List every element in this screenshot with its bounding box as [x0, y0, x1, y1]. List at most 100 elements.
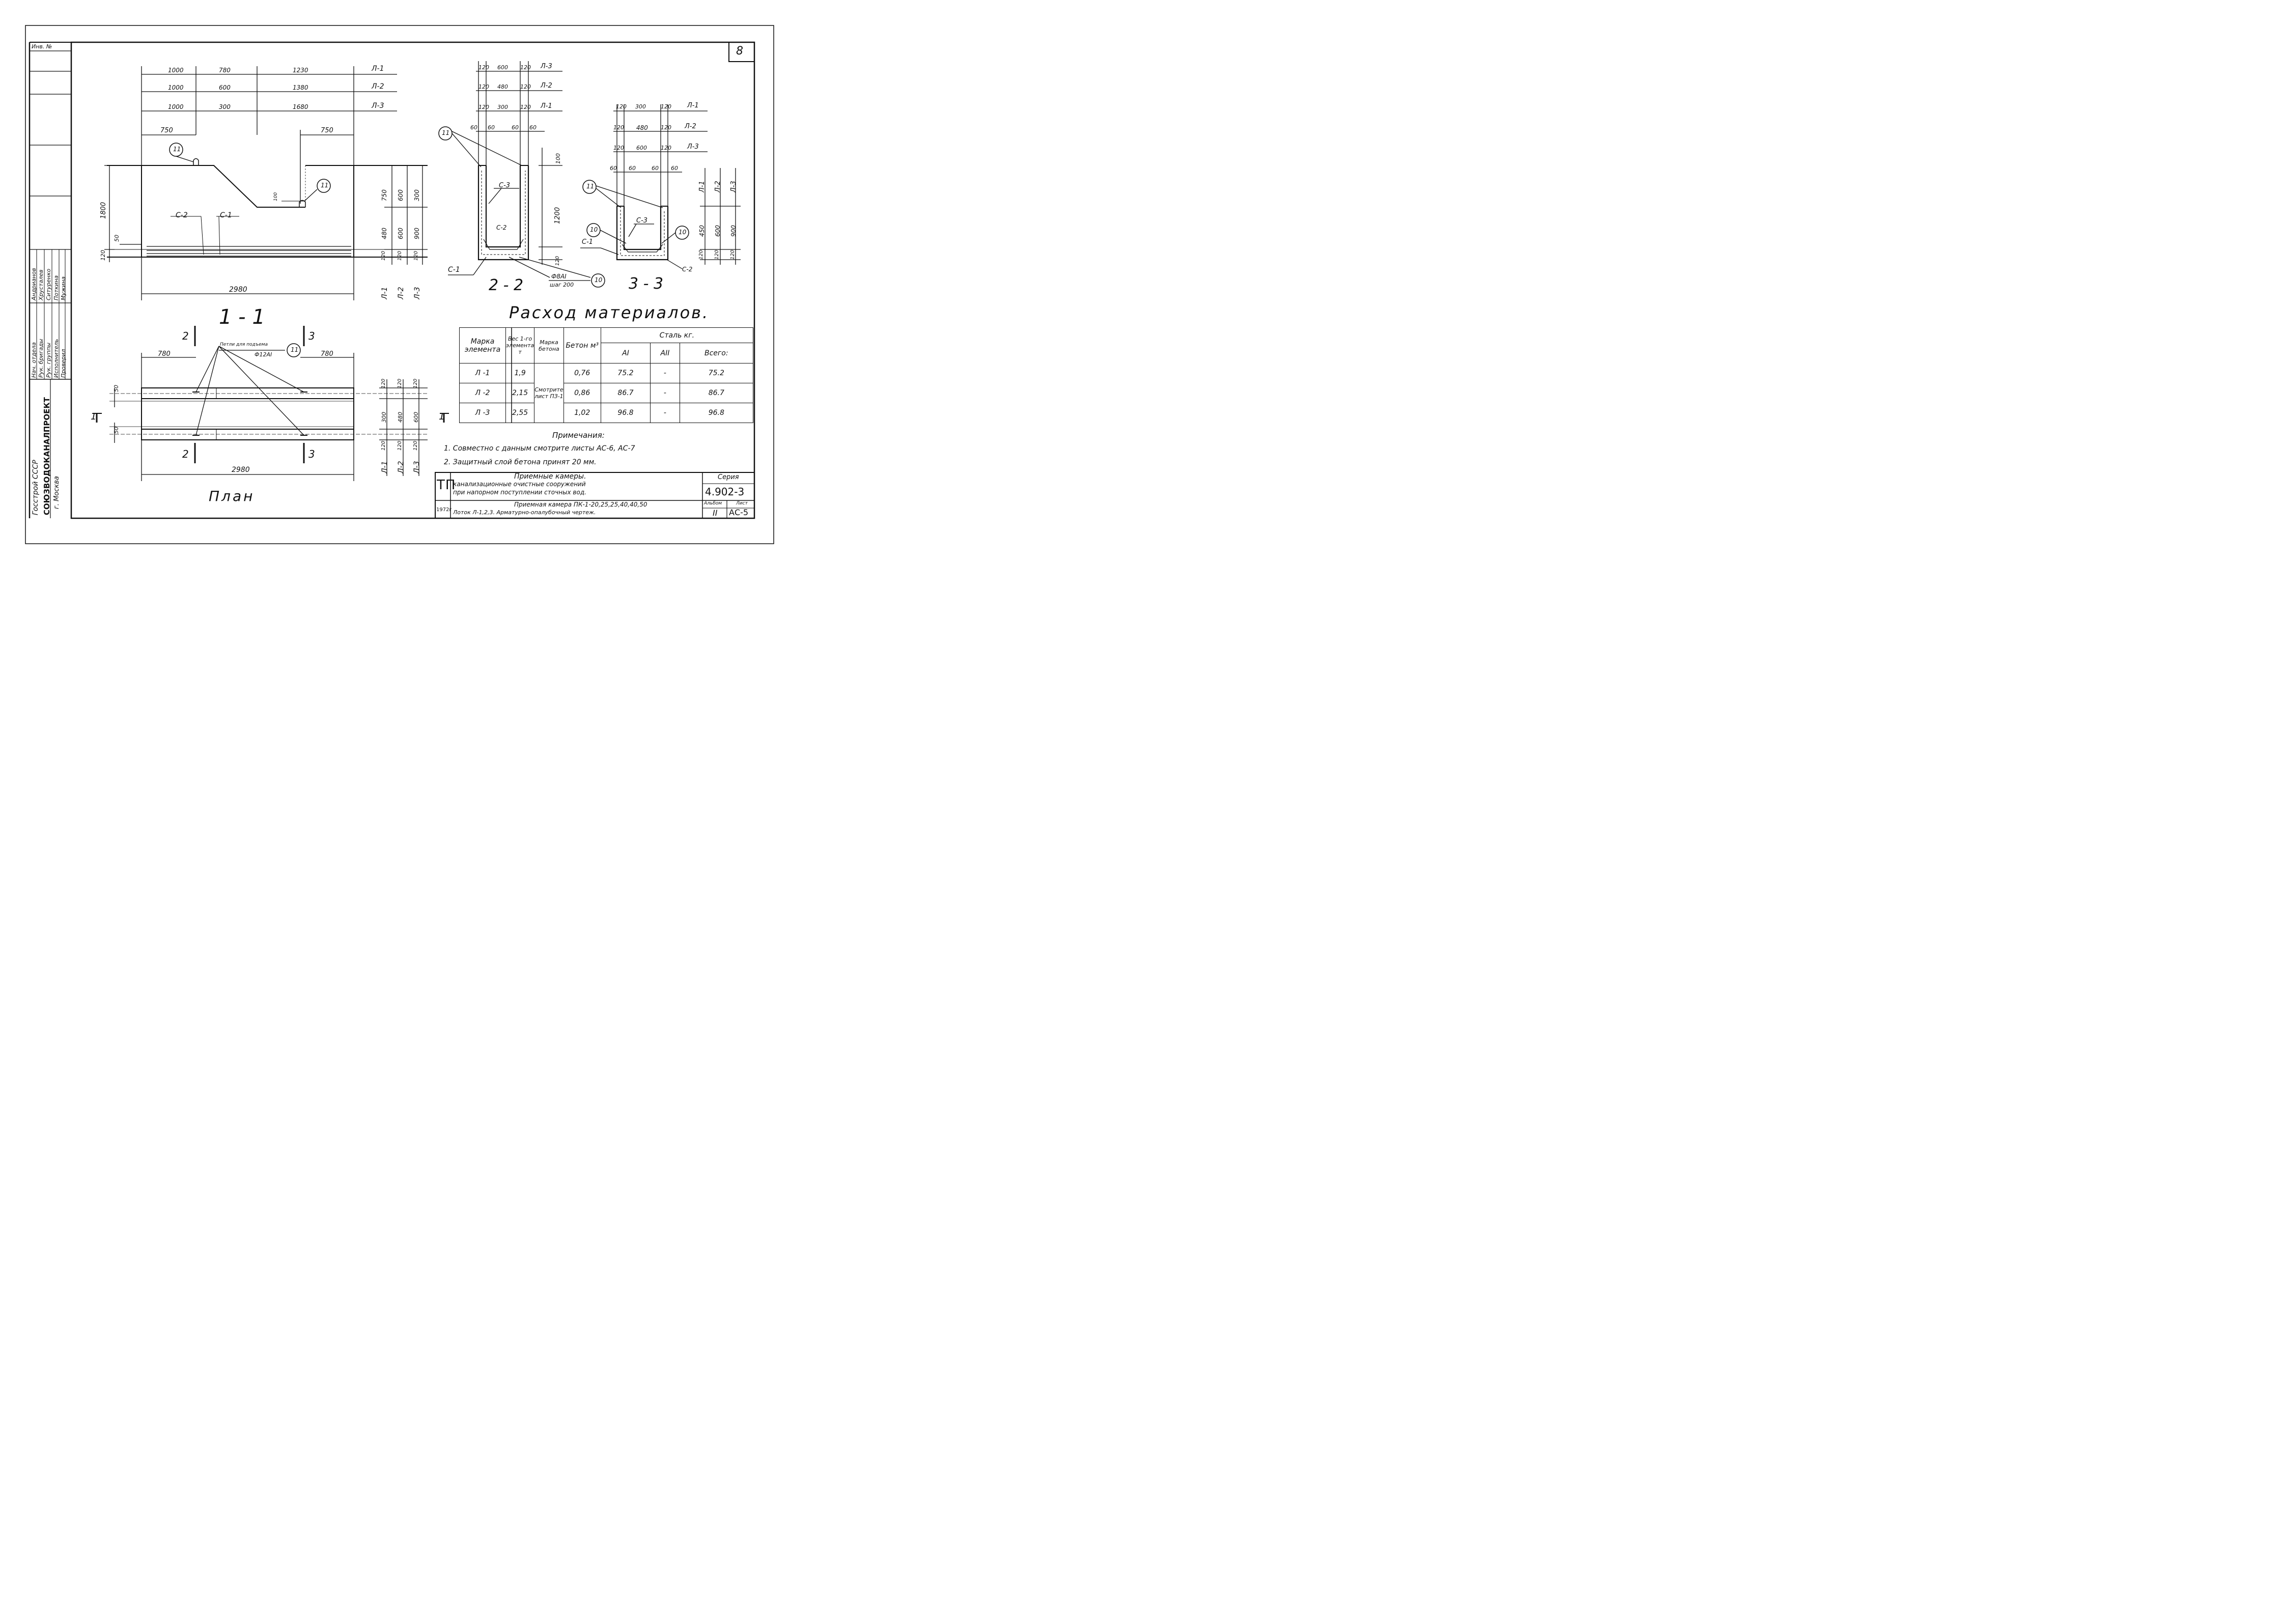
s33-dim60-4: 60: [671, 165, 678, 172]
s11-rd1-mark: Л-1: [381, 287, 389, 300]
s22-r2-a: 120: [478, 83, 489, 90]
s11-rd3-top: 300: [413, 189, 420, 201]
th-weight: Вес 1-го элемента т: [505, 327, 535, 363]
role-3: Рук. группы: [45, 342, 52, 378]
s11-label-c2: С-2: [176, 211, 188, 219]
s11-r3-mark: Л-3: [372, 102, 384, 110]
s33-r1-b: 300: [635, 103, 646, 110]
s11-dim-750-right: 750: [321, 127, 333, 134]
s11-dim-100: 100: [273, 192, 278, 201]
s11-r3-c: 1680: [293, 103, 308, 110]
plan-cut-3-bottom: 3: [308, 448, 315, 460]
title-line-3: при напорном поступлении сточных вод.: [453, 489, 586, 496]
s33-dim60-3: 60: [652, 165, 659, 172]
s11-r3-b: 300: [219, 103, 231, 110]
s11-label-c1: С-1: [220, 211, 232, 219]
sheet-number-box: [728, 42, 755, 62]
s33-r3-mark: Л-3: [687, 143, 699, 151]
s33-callout-10a: 10: [590, 226, 598, 233]
cell-a2: -: [650, 383, 680, 403]
s22-dim60-2: 60: [488, 124, 495, 131]
s11-rd2-top: 600: [397, 189, 404, 201]
name-5: Мужина: [60, 276, 67, 300]
cell-mark: Л -2: [459, 383, 506, 403]
sheet-number: 8: [736, 45, 743, 58]
name-4: Поткина: [53, 275, 60, 300]
s11-rd2-mark: Л-2: [397, 287, 405, 300]
s33-rd3-mid: 900: [730, 225, 737, 237]
th-a2: АII: [650, 343, 680, 363]
plan-title: План: [209, 488, 255, 505]
th-steel: Сталь кг.: [600, 327, 754, 343]
s11-rd1-mid: 480: [381, 228, 388, 239]
note-1: 1. Совместно с данным смотрите листы АС-…: [444, 444, 635, 453]
th-concrete-grade: Марка бетона: [534, 327, 564, 363]
section-3-3-geometry: [580, 104, 741, 269]
s33-r1-c: 120: [661, 103, 671, 110]
s22-r1-c: 120: [520, 64, 531, 71]
s33-rd2-top: Л-2: [714, 181, 722, 192]
cell-mark: Л -3: [459, 403, 506, 423]
s11-rd3-mark: Л-3: [413, 287, 421, 300]
plan-cut-2-top: 2: [182, 330, 189, 342]
s33-r2-mark: Л-2: [685, 123, 696, 130]
th-a1: АI: [600, 343, 651, 363]
s33-rd2-mid: 600: [714, 225, 721, 237]
cell-a1: 75.2: [600, 363, 651, 383]
s33-rd1-mid: 450: [698, 225, 706, 237]
s33-r1-mark: Л-1: [687, 102, 699, 109]
s33-rd3-top: Л-3: [730, 181, 738, 192]
name-1: Андрианов: [31, 268, 37, 300]
notes-title: Примечания:: [552, 431, 605, 440]
s11-dim-750-left: 750: [160, 127, 173, 134]
s11-r2-mark: Л-2: [372, 82, 384, 91]
plan-dim-2980: 2980: [232, 466, 250, 474]
s22-rebar-spec: Ф8АI: [551, 273, 567, 280]
name-3: Ситуренко: [45, 268, 52, 300]
cell-mark: Л -1: [459, 363, 506, 383]
materials-table: Марка элемента Вес 1-го элемента т Марка…: [459, 327, 754, 423]
drawing-linework: [25, 25, 774, 544]
series-label: Серия: [718, 473, 739, 481]
materials-title: Расход материалов.: [509, 303, 710, 322]
plan-dim-50-bottom: 50: [113, 427, 120, 434]
outer-frame: [25, 25, 774, 544]
s33-r2-a: 120: [613, 124, 624, 131]
org-city: г. Москва: [53, 476, 61, 509]
s22-r2-c: 120: [520, 83, 531, 90]
plan-callout-11: 11: [291, 346, 299, 353]
cell-concrete: 0,76: [563, 363, 601, 383]
plan-rd2-a: 120: [397, 378, 403, 388]
s22-callout-10: 10: [595, 276, 603, 284]
s11-rd3-mid: 900: [413, 228, 420, 239]
th-mark: Марка элемента: [459, 327, 506, 363]
plan-loop-note: Петли для подъема: [220, 342, 268, 347]
s33-dim60-2: 60: [629, 165, 636, 172]
s11-rd3-bot: 120: [413, 250, 419, 261]
s22-dim60-4: 60: [529, 124, 537, 131]
title-line-1: Приемные камеры.: [514, 472, 586, 481]
s22-callout-11: 11: [442, 129, 450, 136]
title-year: 1972г: [436, 507, 452, 513]
s33-rd1-bot: 120: [698, 249, 704, 260]
s22-r2-mark: Л-2: [541, 82, 552, 90]
plan-geometry: [93, 326, 449, 481]
s33-r3-a: 120: [613, 145, 624, 151]
cell-a2: -: [650, 403, 680, 423]
s22-r2-b: 480: [497, 83, 508, 90]
s22-r3-a: 120: [478, 104, 489, 110]
s33-callout-10b: 10: [679, 229, 687, 236]
s33-rd2-bot: 120: [714, 249, 720, 260]
th-concrete: Бетон м³: [563, 327, 601, 363]
s11-dim-1800: 1800: [100, 202, 107, 219]
s33-label-c2: С-2: [682, 266, 693, 273]
s33-label-c1: С-1: [582, 238, 594, 246]
s22-r3-b: 300: [497, 104, 508, 110]
s22-dim-120: 120: [555, 256, 560, 266]
plan-dim-780-left: 780: [158, 350, 171, 358]
album-number: II: [713, 508, 718, 518]
title-subtitle-2: Лоток Л-1,2,3. Арматурно-опалубочный чер…: [453, 509, 596, 516]
plan-rd1-a: 120: [381, 378, 386, 388]
s22-dim-100: 100: [555, 153, 561, 164]
